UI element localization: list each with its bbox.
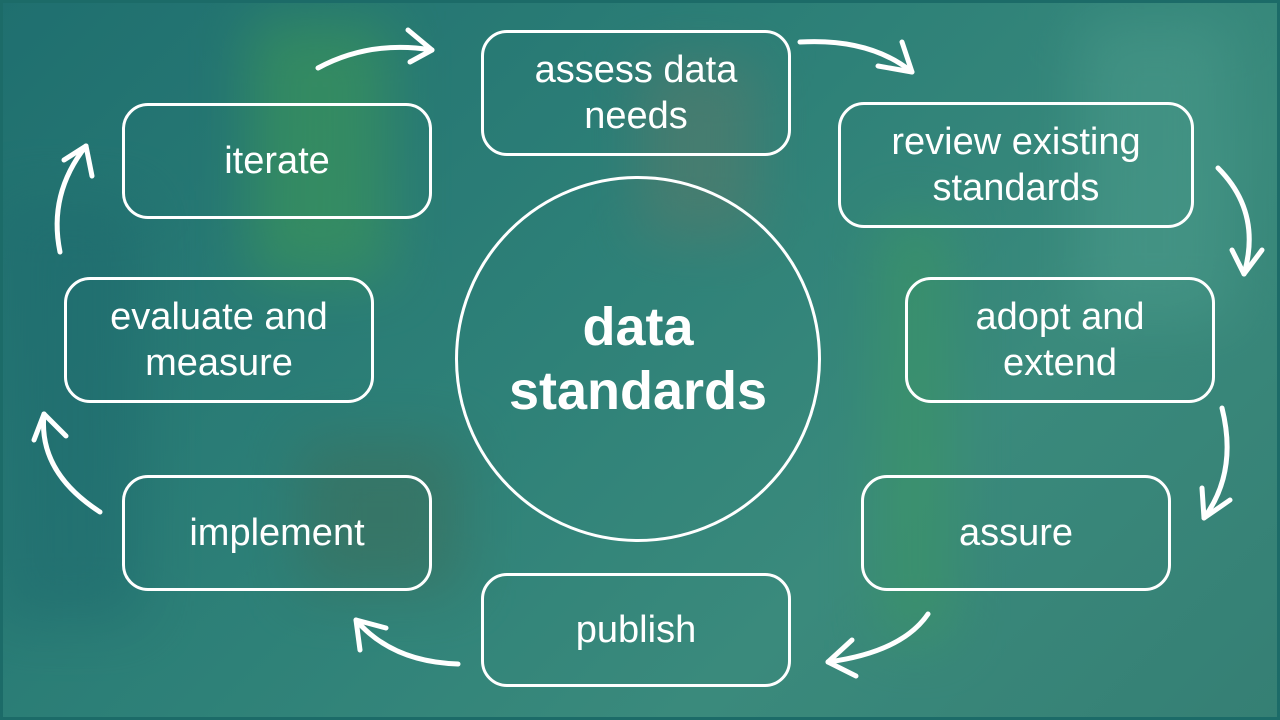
curved-arrow-icon: [1201, 405, 1230, 521]
curved-arrow-icon: [1229, 247, 1265, 277]
curved-arrow-icon: [61, 143, 95, 179]
step-publish: publish: [481, 573, 791, 687]
step-iterate: iterate: [122, 103, 432, 219]
step-label: iterate: [224, 140, 330, 182]
background-blob: [300, 440, 460, 590]
step-evaluate-and-measure: evaluate and measure: [64, 277, 374, 403]
step-label: publish: [575, 609, 697, 651]
curved-arrow-icon: [40, 411, 103, 515]
curved-arrow-icon: [405, 27, 435, 65]
step-implement: implement: [122, 475, 432, 591]
step-assure: assure: [861, 475, 1171, 591]
curved-arrow-icon: [797, 39, 915, 75]
curved-arrow-icon: [353, 617, 389, 653]
curved-arrow-icon: [1199, 485, 1233, 521]
step-adopt-and-extend: adopt and extend: [905, 277, 1215, 403]
step-assess-data-needs: assess data needs: [481, 30, 791, 156]
center-title: data standards: [508, 297, 768, 421]
center-circle: data standards: [455, 176, 821, 542]
curved-arrow-icon: [825, 611, 931, 665]
step-label: review existing standards: [891, 121, 1141, 209]
step-label: evaluate and measure: [110, 296, 328, 384]
curved-arrow-icon: [875, 39, 915, 75]
step-label: assess data needs: [534, 49, 738, 137]
curved-arrow-icon: [1215, 165, 1252, 277]
curved-arrow-icon: [54, 143, 89, 255]
curved-arrow-icon: [353, 617, 461, 667]
background-blob: [0, 200, 140, 620]
step-label: assure: [958, 512, 1074, 554]
step-label: implement: [189, 512, 365, 554]
background-blob: [1080, 20, 1230, 320]
curved-arrow-icon: [825, 637, 859, 679]
step-label: adopt and extend: [975, 296, 1145, 384]
step-review-existing-standards: review existing standards: [838, 102, 1194, 228]
curved-arrow-icon: [31, 411, 69, 443]
curved-arrow-icon: [315, 44, 435, 71]
background-blob: [250, 20, 390, 280]
